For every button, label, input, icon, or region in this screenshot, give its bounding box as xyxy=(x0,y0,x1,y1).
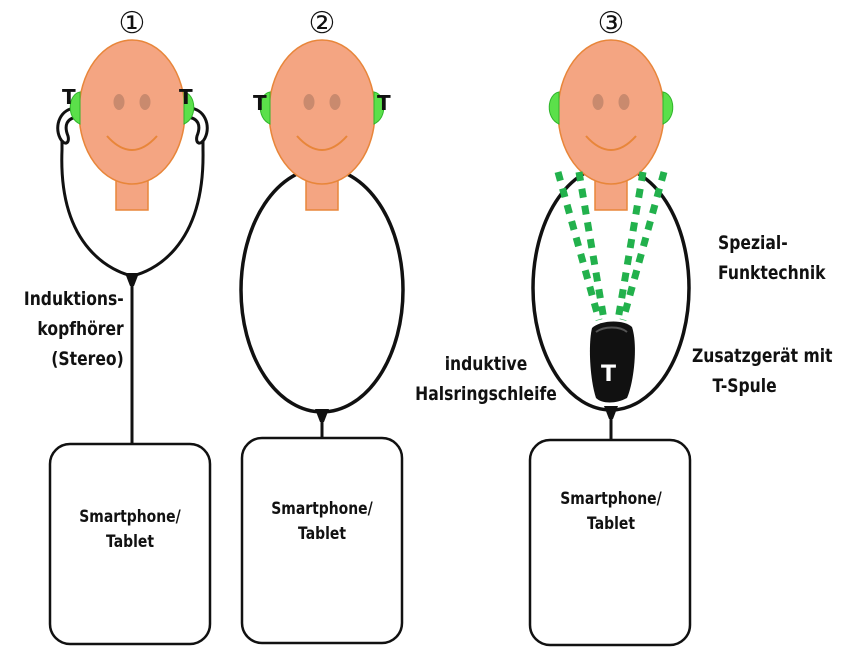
t-coil-left-ear-2: T xyxy=(253,93,267,113)
panel-3-number: ③ xyxy=(595,8,627,40)
t-coil-left-ear-1: T xyxy=(62,87,76,107)
panel-3 xyxy=(530,40,690,645)
t-coil-device-label: Zusatzgerät mit T-Spule xyxy=(692,341,833,401)
induction-headphones-label: Induktions- kopfhörer (Stereo) xyxy=(24,284,124,374)
t-coil-right-ear-2: T xyxy=(377,93,391,113)
receiver-t-letter: T xyxy=(601,365,616,385)
device-label-2: Smartphone/ Tablet xyxy=(256,497,387,547)
device-label-1: Smartphone/ Tablet xyxy=(64,505,195,555)
device-label-3: Smartphone/ Tablet xyxy=(545,487,676,537)
t-coil-right-ear-1: T xyxy=(179,87,193,107)
face-1 xyxy=(70,40,194,210)
special-radio-label: Spezial- Funktechnik xyxy=(718,228,826,288)
panel-2 xyxy=(241,40,403,643)
panel-1-number: ① xyxy=(116,8,148,40)
neck-loop-label: induktive Halsringschleife xyxy=(412,349,560,409)
device-box-3 xyxy=(530,440,690,645)
panel-2-number: ② xyxy=(306,8,338,40)
